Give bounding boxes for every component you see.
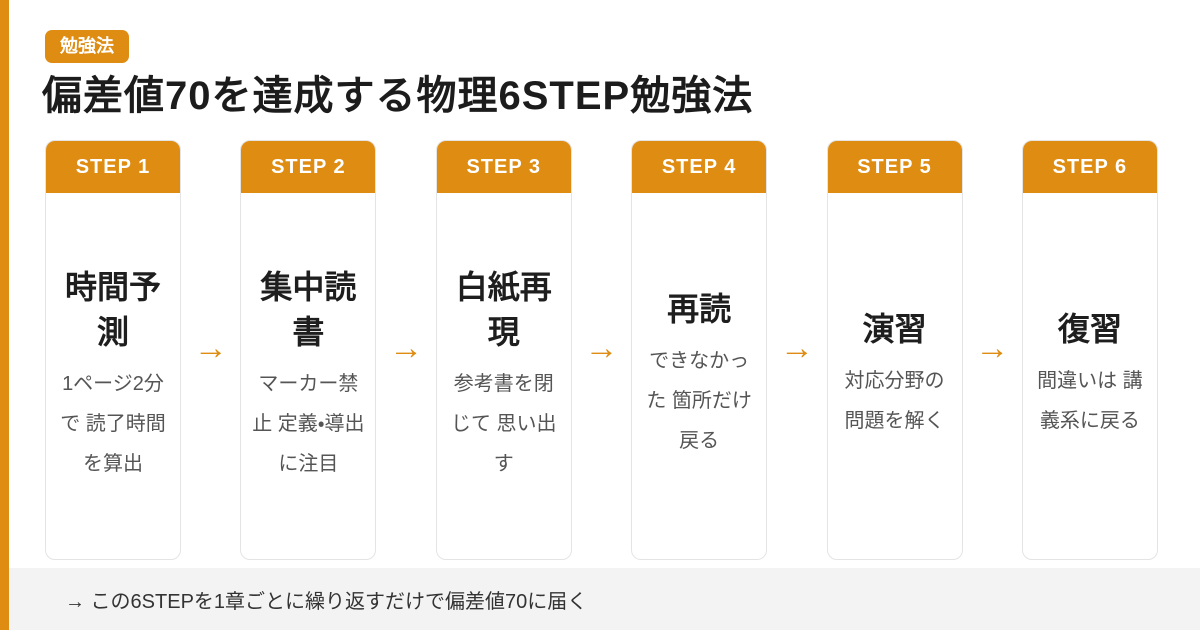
arrow-right-icon: → bbox=[584, 329, 619, 368]
arrow-right-icon: → bbox=[975, 329, 1010, 368]
arrow-right-icon: → bbox=[779, 329, 814, 368]
step-3-desc: 参考書を閉じて 思い出す bbox=[450, 372, 557, 475]
step-1-desc: 1ページ2分で 読了時間を算出 bbox=[60, 372, 166, 475]
step-2-title: 集中読書 bbox=[260, 269, 357, 350]
step-1-body: 時間予測 1ページ2分で 読了時間を算出 bbox=[46, 193, 180, 559]
footer-note: → この6STEPを1章ごとに繰り返すだけで偏差値70に届く bbox=[65, 590, 588, 613]
step-5-title: 演習 bbox=[862, 311, 927, 348]
arrow-right-icon: → bbox=[389, 329, 424, 368]
step-5-body: 演習 対応分野の問題を解く bbox=[828, 193, 962, 559]
step-card-1: STEP 1 時間予測 1ページ2分で 読了時間を算出 bbox=[45, 140, 181, 561]
step-4-header: STEP 4 bbox=[632, 141, 767, 194]
step-card-2: STEP 2 集中読書 マーカー禁止 定義・導出に注目 bbox=[240, 140, 377, 561]
step-3-header: STEP 3 bbox=[436, 141, 571, 194]
footer-note-bar: → この6STEPを1章ごとに繰り返すだけで偏差値70に届く bbox=[9, 568, 1200, 630]
step-4-title: 再読 bbox=[667, 291, 732, 328]
step-1-title: 時間予測 bbox=[64, 269, 161, 350]
page-title: 偏差値70を達成する物理6STEP勉強法 bbox=[42, 74, 754, 119]
step-6-body: 復習 間違いは 講義系に戻る bbox=[1023, 193, 1157, 559]
step-1-header: STEP 1 bbox=[46, 141, 180, 194]
step-5-header: STEP 5 bbox=[827, 141, 962, 194]
steps-row: STEP 1 時間予測 1ページ2分で 読了時間を算出 → STEP 2 集中読… bbox=[45, 140, 1158, 561]
step-4-body: 再読 できなかった 箇所だけ戻る bbox=[632, 193, 766, 559]
category-badge: 勉強法 bbox=[45, 30, 129, 64]
step-card-6: STEP 6 復習 間違いは 講義系に戻る bbox=[1021, 140, 1158, 561]
step-2-header: STEP 2 bbox=[241, 141, 376, 194]
step-6-title: 復習 bbox=[1057, 311, 1122, 348]
main-content: 勉強法 偏差値70を達成する物理6STEP勉強法 STEP 1 時間予測 1ペー… bbox=[42, 30, 1158, 561]
step-card-3: STEP 3 白紙再現 参考書を閉じて 思い出す bbox=[435, 140, 572, 561]
step-6-header: STEP 6 bbox=[1022, 141, 1157, 194]
step-2-body: 集中読書 マーカー禁止 定義・導出に注目 bbox=[241, 193, 375, 559]
arrow-right-icon: → bbox=[193, 329, 228, 368]
step-6-desc: 間違いは 講義系に戻る bbox=[1037, 370, 1143, 433]
step-card-5: STEP 5 演習 対応分野の問題を解く bbox=[826, 140, 963, 561]
step-5-desc: 対応分野の問題を解く bbox=[844, 370, 945, 433]
step-3-body: 白紙再現 参考書を閉じて 思い出す bbox=[437, 193, 571, 559]
step-2-desc: マーカー禁止 定義・導出に注目 bbox=[252, 372, 365, 475]
step-card-4: STEP 4 再読 できなかった 箇所だけ戻る bbox=[631, 140, 768, 561]
step-3-title: 白紙再現 bbox=[455, 269, 552, 350]
left-accent-bar bbox=[0, 0, 9, 630]
step-4-desc: できなかった 箇所だけ戻る bbox=[646, 350, 752, 453]
